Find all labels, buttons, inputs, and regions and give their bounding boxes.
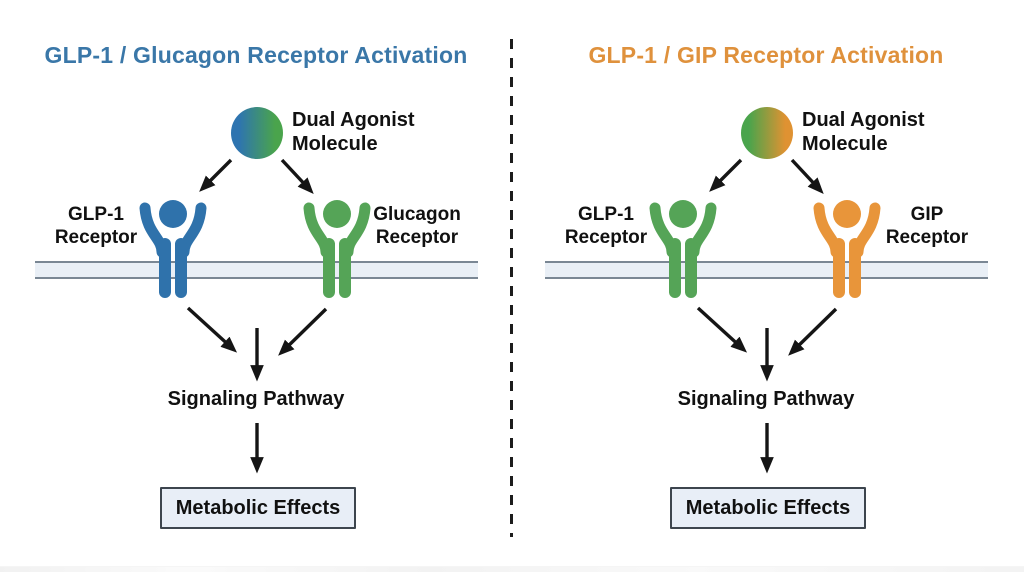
receptor-head bbox=[159, 200, 187, 228]
signaling-pathway-label: Signaling Pathway bbox=[167, 388, 345, 410]
arrow-glucagon-to-signaling bbox=[278, 307, 328, 356]
panel-divider-dashed-line bbox=[510, 39, 513, 537]
glucagon-receptor-icon bbox=[303, 200, 371, 298]
receptor-head bbox=[323, 200, 351, 228]
arrow-molecule-to-gip bbox=[790, 158, 824, 194]
arrow-molecule-to-glp1 bbox=[709, 158, 743, 192]
glp1-receptor-icon bbox=[649, 200, 717, 298]
arrow-glp1-to-signaling bbox=[696, 306, 748, 353]
arrow-molecule-to-glp1 bbox=[199, 158, 233, 192]
metabolic-effects-label: Metabolic Effects bbox=[685, 496, 851, 519]
receptor-label-glp1: GLP-1 Receptor bbox=[564, 204, 648, 248]
arrow-gip-to-signaling bbox=[788, 307, 838, 356]
panel-title: GLP-1 / Glucagon Receptor Activation bbox=[44, 42, 468, 68]
panel-title: GLP-1 / GIP Receptor Activation bbox=[588, 42, 944, 68]
glp1-receptor-icon bbox=[139, 200, 207, 298]
receptor-label-glp1: GLP-1 Receptor bbox=[54, 204, 138, 248]
molecule-label: Dual Agonist Molecule bbox=[802, 109, 925, 155]
bottom-edge-artifact bbox=[0, 566, 1024, 572]
metabolic-effects-box: Metabolic Effects bbox=[160, 487, 356, 529]
panel-glp1-glucagon: GLP-1 / Glucagon Receptor Activation Dua… bbox=[35, 42, 478, 529]
molecule-circle bbox=[231, 107, 283, 159]
metabolic-effects-box: Metabolic Effects bbox=[670, 487, 866, 529]
molecule-circle bbox=[741, 107, 793, 159]
arrow-glp1-to-signaling bbox=[186, 306, 238, 353]
dual-agonist-molecule-icon bbox=[741, 107, 793, 159]
cell-membrane bbox=[545, 261, 988, 279]
receptor-head bbox=[669, 200, 697, 228]
receptor-label-gip: GIP Receptor bbox=[885, 204, 969, 248]
dual-agonist-molecule-icon bbox=[231, 107, 283, 159]
molecule-label: Dual Agonist Molecule bbox=[292, 109, 415, 155]
panel-glp1-gip: GLP-1 / GIP Receptor Activation Dual Ago… bbox=[510, 0, 1022, 572]
metabolic-effects-label: Metabolic Effects bbox=[175, 496, 341, 519]
gip-receptor-icon bbox=[813, 200, 881, 298]
cell-membrane bbox=[35, 261, 478, 279]
arrow-molecule-to-glucagon bbox=[280, 158, 314, 194]
receptor-label-glucagon: Glucagon Receptor bbox=[373, 204, 461, 248]
receptor-head bbox=[833, 200, 861, 228]
signaling-pathway-label: Signaling Pathway bbox=[677, 388, 855, 410]
